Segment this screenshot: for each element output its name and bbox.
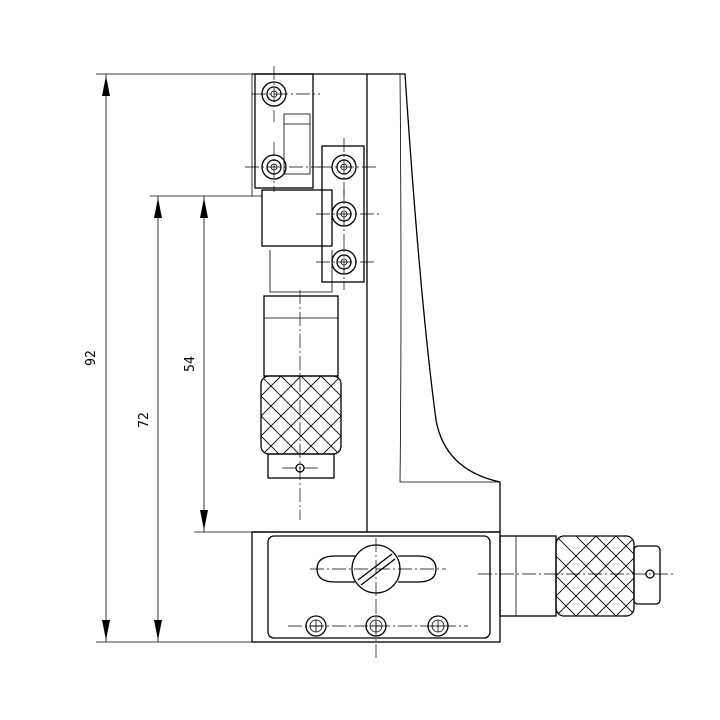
locking-screw xyxy=(310,538,446,600)
screw-right-2 xyxy=(316,190,382,238)
vertical-slide xyxy=(254,73,365,293)
screw-mid-left xyxy=(245,142,320,192)
horizontal-micrometer xyxy=(478,535,676,617)
dimension-54 xyxy=(194,196,252,533)
dimension-92 xyxy=(96,73,252,643)
screw-right-1 xyxy=(318,138,376,196)
screw-right-3 xyxy=(316,238,376,290)
dimension-label-72: 72 xyxy=(137,412,152,428)
bracket-body xyxy=(251,73,501,533)
screw-top-left xyxy=(252,66,320,122)
dimension-label-92: 92 xyxy=(84,350,99,366)
dimension-label-54: 54 xyxy=(183,356,198,372)
vertical-micrometer xyxy=(260,290,342,520)
dimension-72 xyxy=(150,195,262,642)
